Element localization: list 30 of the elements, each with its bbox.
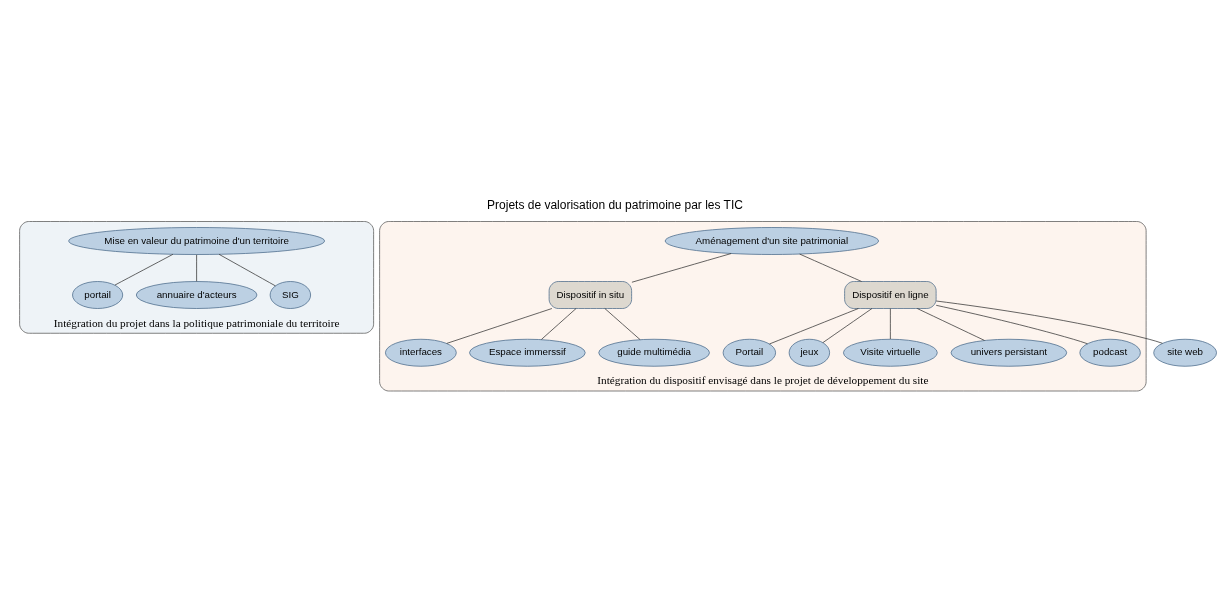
node-ellipse: site web xyxy=(1153,338,1217,367)
connector xyxy=(935,304,1088,344)
node-ellipse: jeux xyxy=(788,338,830,367)
node-box: Dispositif in situ xyxy=(548,280,632,309)
connector xyxy=(799,253,862,282)
node-ellipse: annuaire d'acteurs xyxy=(135,280,258,309)
connector xyxy=(890,307,891,339)
node-ellipse: Espace immerssif xyxy=(469,338,586,367)
connector xyxy=(769,307,859,344)
node-ellipse: Portail xyxy=(722,338,776,367)
connector xyxy=(916,307,985,341)
connector xyxy=(822,307,873,343)
node-ellipse: Mise en valeur du patrimoine d'un territoire xyxy=(68,226,325,255)
connector xyxy=(604,307,641,340)
node-ellipse: Visite virtuelle xyxy=(843,338,938,367)
connector xyxy=(218,253,276,286)
node-ellipse: univers persistant xyxy=(950,338,1068,367)
connector xyxy=(446,307,553,344)
node-ellipse: guide multimédia xyxy=(598,338,710,367)
connector xyxy=(631,252,732,283)
diagram-title: Projets de valorisation du patrimoine par les TIC xyxy=(487,197,743,212)
node-ellipse: interfaces xyxy=(385,338,457,367)
connector xyxy=(196,253,197,282)
node-ellipse: SIG xyxy=(269,280,311,309)
connector xyxy=(541,307,577,340)
node-ellipse: podcast xyxy=(1079,338,1141,367)
node-ellipse: Aménagement d'un site patrimonial xyxy=(664,226,879,255)
connector xyxy=(114,253,174,285)
node-ellipse: portail xyxy=(72,280,124,309)
node-box: Dispositif en ligne xyxy=(844,280,937,309)
